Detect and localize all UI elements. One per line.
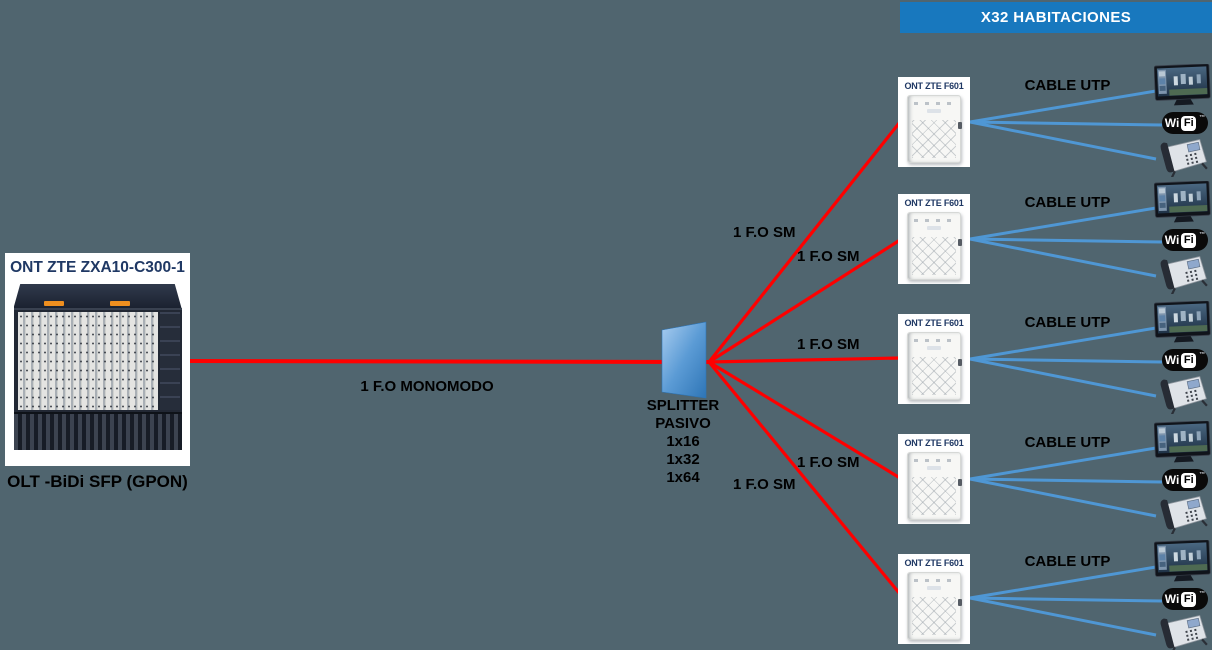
splitter-label-line: PASIVO [655, 415, 711, 432]
utp-line-tv-4 [969, 446, 1157, 481]
trunk-fiber-label: 1 F.O MONOMODO [360, 378, 494, 395]
fiber-trunk-line [187, 359, 710, 364]
fiber-branch-line-5 [707, 360, 902, 596]
rooms-banner-label: X32 HABITACIONES [980, 9, 1132, 26]
ont-router-image [907, 95, 962, 163]
iptv-tv-icon [1154, 64, 1212, 106]
ont-card-2: ONT ZTE F601 [898, 194, 970, 284]
branch-fiber-label-3: 1 F.O SM [797, 336, 860, 353]
splitter-icon [661, 321, 707, 399]
splitter-label-line: 1x32 [666, 451, 700, 468]
olt-latch-icon [109, 301, 130, 306]
ont-title: ONT ZTE F601 [904, 198, 964, 208]
ip-phone-icon [1156, 494, 1210, 534]
ip-phone-icon [1156, 254, 1210, 294]
fiber-branch-line-4 [708, 360, 901, 480]
splitter-label: SPLITTER PASIVO 1x16 1x32 1x64 [613, 397, 753, 487]
olt-chassis-side-panel [159, 312, 180, 410]
olt-title: ONT ZTE ZXA10-C300-1 [10, 259, 185, 276]
utp-label-5: CABLE UTP [1024, 553, 1111, 570]
ont-title: ONT ZTE F601 [904, 81, 964, 91]
iptv-tv-icon [1154, 421, 1212, 463]
ip-phone-icon [1156, 137, 1210, 177]
utp-line-phone-4 [969, 477, 1157, 518]
branch-fiber-label-4: 1 F.O SM [797, 454, 860, 471]
olt-card: ONT ZTE ZXA10-C300-1 [5, 253, 190, 466]
olt-latch-icon [43, 301, 64, 306]
branch-fiber-label-1: 1 F.O SM [733, 224, 796, 241]
utp-line-tv-5 [969, 565, 1157, 600]
ont-router-image [907, 212, 962, 280]
iptv-tv-icon [1154, 540, 1212, 582]
ont-router-image [907, 332, 962, 400]
olt-caption: OLT -BiDi SFP (GPON) [7, 472, 188, 491]
rooms-banner: X32 HABITACIONES [900, 2, 1212, 33]
iptv-tv-icon [1154, 181, 1212, 223]
utp-line-phone-5 [969, 596, 1157, 637]
utp-line-tv-3 [969, 326, 1157, 361]
olt-chassis-top [13, 284, 182, 308]
olt-chassis-image [13, 284, 182, 450]
splitter-label-line: 1x16 [666, 433, 700, 450]
utp-label-1: CABLE UTP [1024, 77, 1111, 94]
ont-title: ONT ZTE F601 [904, 438, 964, 448]
utp-line-phone-3 [969, 357, 1157, 398]
branch-fiber-label-5: 1 F.O SM [733, 476, 796, 493]
utp-line-tv-1 [969, 89, 1157, 124]
ont-card-4: ONT ZTE F601 [898, 434, 970, 524]
ont-title: ONT ZTE F601 [904, 558, 964, 568]
utp-line-wifi-4 [969, 477, 1163, 484]
utp-label-2: CABLE UTP [1024, 194, 1111, 211]
fiber-branch-line-3 [708, 356, 901, 364]
fiber-branch-line-2 [708, 238, 901, 364]
olt-chassis-cards [13, 308, 182, 412]
utp-label-3: CABLE UTP [1024, 314, 1111, 331]
ip-phone-icon [1156, 374, 1210, 414]
ont-router-image [907, 572, 962, 640]
ont-router-image [907, 452, 962, 520]
utp-line-wifi-5 [969, 596, 1163, 603]
utp-line-wifi-3 [969, 357, 1163, 364]
ont-title: ONT ZTE F601 [904, 318, 964, 328]
utp-line-phone-1 [969, 120, 1157, 161]
ont-card-5: ONT ZTE F601 [898, 554, 970, 644]
utp-label-4: CABLE UTP [1024, 434, 1111, 451]
ont-card-3: ONT ZTE F601 [898, 314, 970, 404]
splitter-label-line: 1x64 [666, 469, 700, 486]
fiber-branch-line-1 [707, 121, 902, 363]
utp-line-wifi-2 [969, 237, 1163, 244]
utp-line-wifi-1 [969, 120, 1163, 127]
utp-line-tv-2 [969, 206, 1157, 241]
ip-phone-icon [1156, 613, 1210, 650]
branch-fiber-label-2: 1 F.O SM [797, 248, 860, 265]
splitter-label-line: SPLITTER [646, 397, 720, 414]
utp-line-phone-2 [969, 237, 1157, 278]
olt-chassis-fan-tray [13, 412, 182, 450]
ont-card-1: ONT ZTE F601 [898, 77, 970, 167]
iptv-tv-icon [1154, 301, 1212, 343]
